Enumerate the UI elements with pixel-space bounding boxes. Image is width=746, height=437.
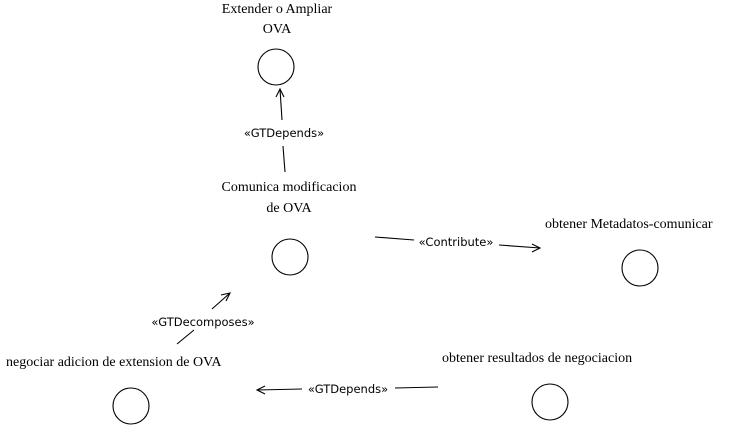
goal-comunica-circle[interactable] [271,238,309,276]
goal-obtener-metadatos[interactable]: obtener Metadatos-comunicar [545,217,713,287]
goal-metadatos-circle[interactable] [621,249,659,287]
goal-obtener-resultados[interactable]: obtener resultados de negociacion [442,351,632,421]
link-negociar-comunica-line-lower [176,329,195,345]
link-resultados-negociar-label: «GTDepends» [308,382,388,396]
goal-extender-circle[interactable] [257,48,295,86]
goal-extender-label-line2: OVA [263,22,292,37]
link-comunica-extender[interactable]: «GTDepends» [244,87,324,173]
link-comunica-extender-arrowhead [275,87,285,98]
link-comunica-metadatos-line-right [498,244,541,249]
link-resultados-negociar-line-left [256,388,303,391]
link-comunica-metadatos-label: «Contribute» [419,235,494,249]
link-resultados-negociar[interactable]: «GTDepends» [255,382,439,396]
link-negociar-comunica[interactable]: «GTDecomposes» [151,292,255,345]
link-negociar-comunica-line-upper [211,292,231,310]
link-negociar-comunica-arrowhead [220,292,232,302]
goal-negociar-adicion[interactable]: negociar adicion de extension de OVA [6,355,222,425]
goal-resultados-circle[interactable] [531,383,569,421]
goal-resultados-label: obtener resultados de negociacion [442,351,632,366]
goal-metadatos-label: obtener Metadatos-comunicar [545,217,713,232]
link-comunica-extender-line-lower [282,145,286,173]
link-negociar-comunica-label: «GTDecomposes» [151,315,254,329]
link-resultados-negociar-line-right [394,386,439,389]
goal-negociar-circle[interactable] [112,387,150,425]
link-comunica-metadatos-line-left [374,236,415,241]
link-comunica-metadatos[interactable]: «Contribute» [374,235,542,253]
goal-comunica-label-line1: Comunica modificacion [222,180,357,195]
goal-comunica-modificacion[interactable]: Comunica modificacion de OVA [222,180,357,276]
link-comunica-extender-label: «GTDepends» [244,126,324,140]
goal-extender-label-line1: Extender o Ampliar [222,2,333,17]
link-resultados-negociar-arrowhead [255,385,266,395]
goal-comunica-label-line2: de OVA [266,201,312,216]
goal-negociar-label: negociar adicion de extension de OVA [6,355,222,370]
goal-extender-ampliar-ova[interactable]: Extender o Ampliar OVA [222,2,333,86]
link-comunica-extender-line-upper [279,88,283,121]
link-comunica-metadatos-arrowhead [531,243,542,253]
